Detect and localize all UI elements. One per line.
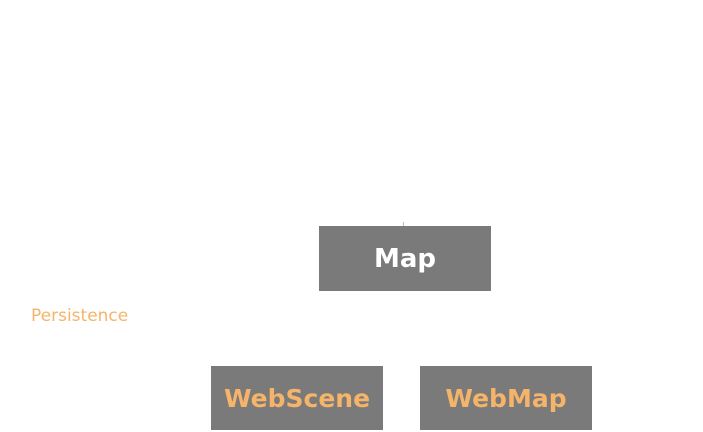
map-node: Map bbox=[319, 226, 491, 291]
webmap-node-label: WebMap bbox=[445, 383, 567, 413]
map-node-label: Map bbox=[373, 243, 437, 274]
webscene-node-label: WebScene bbox=[223, 383, 371, 413]
persistence-label: Persistence bbox=[31, 306, 129, 326]
webscene-node: WebScene bbox=[211, 366, 383, 430]
connector-line bbox=[403, 222, 404, 227]
webmap-node: WebMap bbox=[420, 366, 592, 430]
